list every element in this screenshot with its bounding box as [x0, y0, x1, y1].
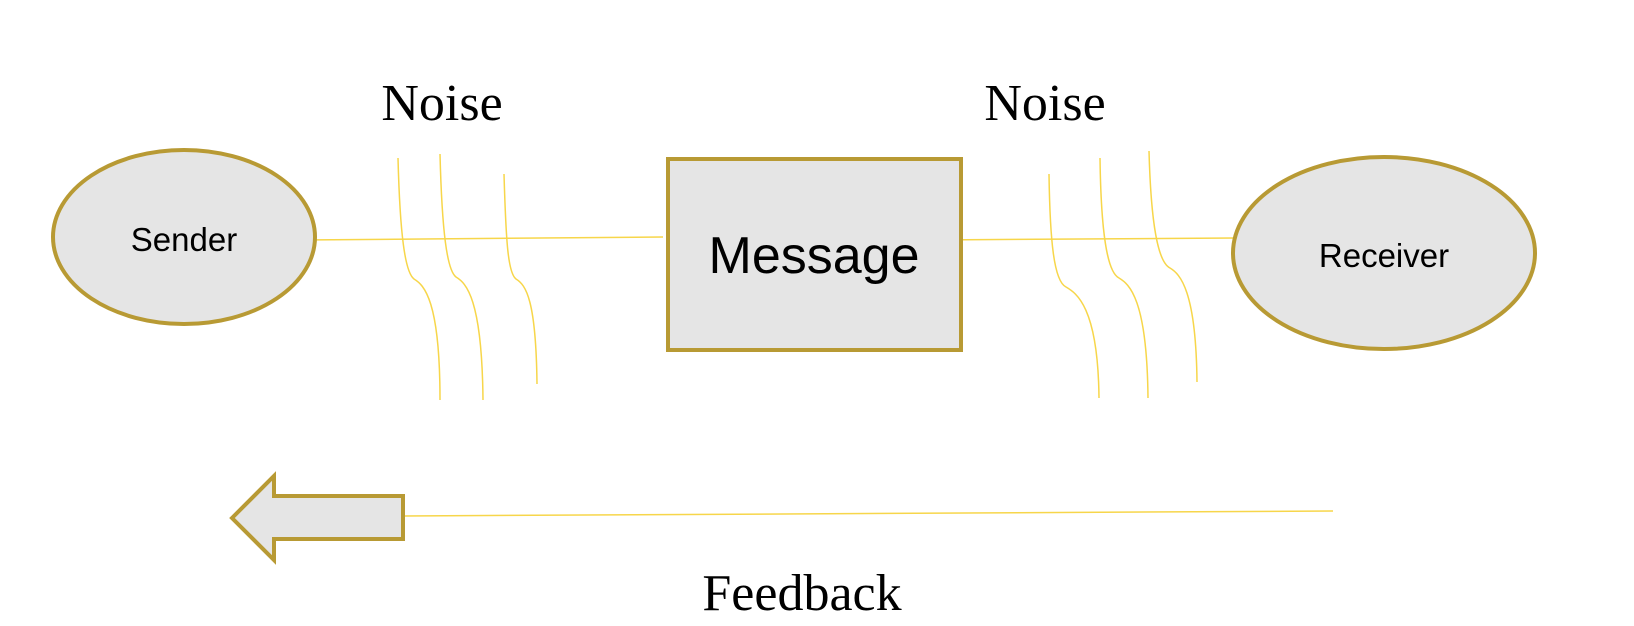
message-box — [666, 157, 963, 352]
noise-label-left: Noise — [381, 75, 502, 132]
sender-to-message-line — [299, 236, 664, 241]
receiver-ellipse — [1231, 155, 1537, 351]
noise-wave — [439, 153, 484, 401]
noise-wave — [503, 173, 538, 385]
noise-label-right: Noise — [984, 75, 1105, 132]
message-to-receiver-line — [929, 237, 1236, 241]
noise-wave — [1099, 157, 1149, 399]
noise-wave — [397, 157, 441, 401]
feedback-line — [402, 510, 1334, 517]
feedback-label: Feedback — [702, 565, 901, 622]
feedback-arrow — [229, 471, 405, 565]
sender-label: Sender — [131, 221, 237, 258]
noise-wave — [1048, 173, 1100, 399]
message-label: Message — [709, 227, 920, 285]
sender-ellipse — [51, 148, 317, 326]
receiver-label: Receiver — [1319, 237, 1449, 274]
channel-lines — [299, 236, 1334, 517]
noise-wave — [1148, 150, 1198, 383]
noise-waves-right — [1048, 150, 1198, 399]
noise-waves-left — [397, 153, 538, 401]
